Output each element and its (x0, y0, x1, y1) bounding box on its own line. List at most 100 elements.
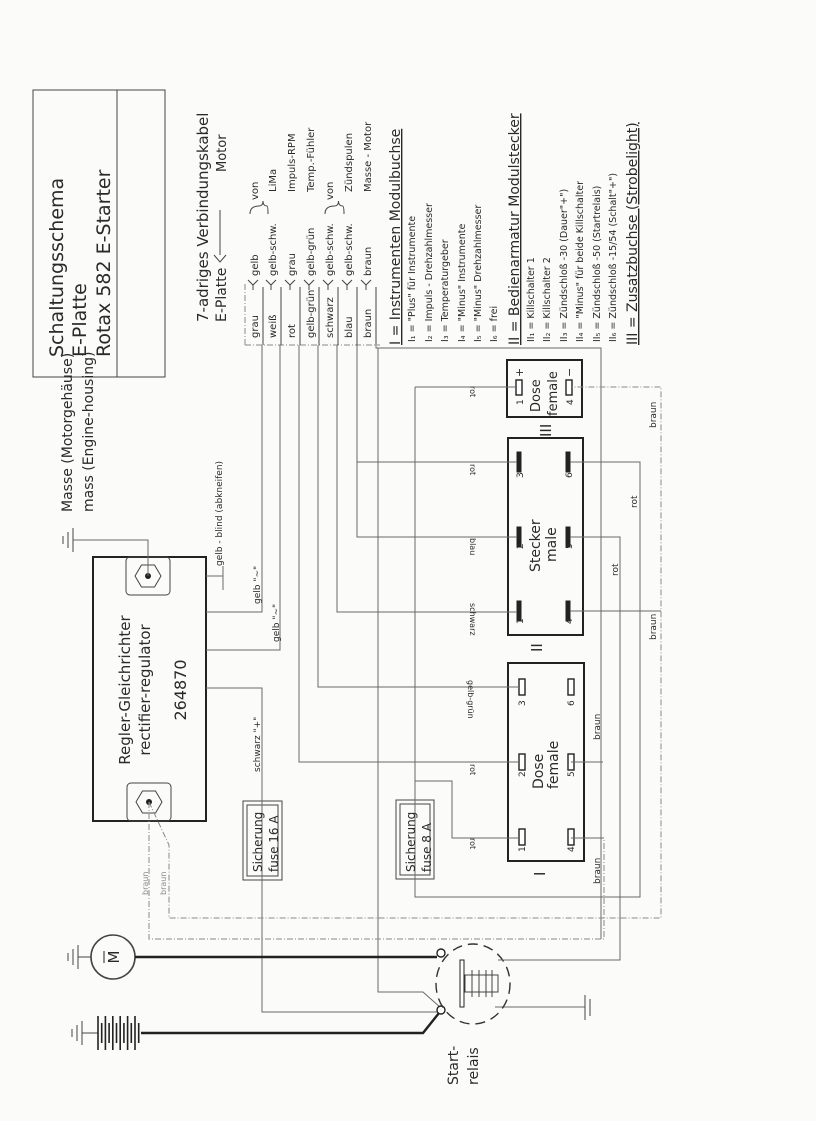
regulator-name: rectifier-regulator (136, 624, 154, 756)
legend-item: I₃ = Temperaturgeber (440, 239, 451, 342)
cable-function: Impuls-RPM (287, 133, 298, 192)
cable-motor-color: gelb (250, 254, 261, 276)
cable-motor-color: gelb-grün (306, 228, 317, 276)
connector-label: Dose (529, 379, 544, 412)
motor-symbol: M (105, 951, 123, 964)
ground-icon (62, 528, 74, 552)
wire-label: rot (468, 386, 477, 397)
wire-label: schwarz (468, 603, 477, 636)
legend-heading: III = Zusatzbuchse (Strobelight) (625, 122, 641, 345)
legend-item: II₁ = Killschalter 1 (526, 257, 537, 342)
pin-sign: + (513, 368, 526, 377)
ground-note: mass (Engine-housing) (81, 352, 97, 512)
wire-label: rot (611, 563, 621, 576)
pin-number: 6 (567, 700, 577, 706)
pin-number: 2 (516, 543, 526, 549)
pin-sign: − (563, 368, 576, 377)
cable-plate-color: schwarz (325, 297, 336, 338)
cable-splice-icon (341, 279, 353, 290)
pin-number: 4 (567, 846, 577, 852)
legend-item: I₂ = Impuls - Drehzahlmesser (424, 203, 435, 342)
battery-icon (71, 1016, 140, 1050)
pin-number: 6 (565, 472, 575, 478)
regulator-name: Regler-Gleichrichter (116, 614, 134, 764)
fuse-label: fuse 16 A (267, 815, 281, 872)
cable-splice-icon (284, 279, 296, 290)
start-relay (435, 943, 591, 1025)
relay-label: relais (466, 1047, 482, 1085)
pin-number: 2 (518, 771, 528, 777)
legend-item: II₅ = Zündschloß -50 (Startrelais) (592, 186, 603, 342)
wires (73, 345, 662, 1013)
cable-splice-icon (360, 279, 372, 290)
pin-number: 1 (518, 846, 528, 852)
cable-motor-color: gelb-schw. (344, 223, 355, 276)
wire-label: gelb "~" (253, 566, 263, 604)
pin-number: 5 (565, 543, 575, 549)
legend-heading: I = Instrumenten Modulbuchse (388, 129, 404, 345)
cable-function: von (325, 182, 336, 200)
brace-icon (324, 200, 345, 215)
connector-label: female (546, 371, 561, 416)
connector-id: III (537, 424, 555, 437)
title-line: Rotax 582 E-Starter (93, 169, 115, 357)
ground-note: Masse (Motorgehäuse) (60, 353, 76, 512)
wire-label: braun (649, 402, 659, 428)
legend-item: II₃ = Zündschloß -30 (Dauer"+") (559, 189, 570, 342)
wire-label: gelb-grün (466, 680, 475, 719)
cable-function: Zündspulen (344, 133, 355, 192)
title-line: E-Platte (69, 283, 91, 357)
connector-label: male (544, 527, 560, 562)
cable-plate-color: grau (250, 315, 261, 338)
legend-item: I₅ = "Minus" Drehzahlmesser (473, 205, 484, 342)
legend-item: II₄ = "Minus" für beide Killschalter (575, 181, 586, 342)
connector-label: female (546, 741, 562, 789)
cable-motor-color: gelb-schw. (325, 223, 336, 276)
cable-plate-color: gelb-grün (306, 290, 317, 338)
wire-label: braun (159, 872, 168, 895)
wire-label: gelb "~" (272, 604, 282, 642)
wire-label: schwarz "+" (253, 717, 263, 772)
wire-label: braun (141, 872, 150, 895)
connector-id: II (528, 643, 546, 652)
cable-function: Masse - Motor (363, 121, 374, 192)
legend-item: I₄ = "Minus" Instrumente (457, 224, 468, 342)
cable-plate-color: rot (287, 324, 298, 338)
legend-item: II₆ = Zündschloß -15/54 (Schalt"+") (608, 173, 619, 342)
cable-from: E-Platte (214, 268, 230, 322)
pin-number: 3 (518, 700, 528, 706)
cable-function: von (250, 182, 261, 200)
legend-item: I₆ = frei (489, 306, 500, 342)
wire-label: braun (649, 614, 659, 640)
legend-heading: II = Bedienarmatur Modulstecker (507, 113, 523, 345)
pin-number: 4 (566, 399, 576, 405)
wire-label: rot (468, 838, 477, 849)
wire-label: braun (593, 858, 603, 884)
fuse-label: fuse 8 A (420, 822, 434, 872)
connector-label: Dose (531, 754, 547, 789)
pin-number: 5 (567, 771, 577, 777)
title-block (32, 89, 166, 378)
wire-label: rot (468, 464, 477, 475)
regulator-part-number: 264870 (171, 659, 190, 720)
wire-label: blau (468, 538, 477, 555)
cable-plate-color: blau (344, 316, 355, 338)
starter-motor (67, 934, 136, 980)
pin-number: 3 (516, 472, 526, 478)
brace-icon (249, 200, 269, 215)
cable-plate-color: braun (363, 309, 374, 338)
fuse-label: Sicherung (251, 812, 265, 872)
cable-splice-icon (247, 279, 259, 290)
wire-label: rot (468, 764, 477, 775)
cable-motor-color: grau (287, 253, 298, 276)
fuse-label: Sicherung (404, 812, 418, 872)
cable-splice-icon (303, 279, 315, 290)
relay-contact (436, 1005, 446, 1015)
cable-function: Temp.-Fühler (306, 127, 317, 193)
cable-motor-color: braun (363, 247, 374, 276)
connector-id: I (531, 872, 549, 876)
cable-motor-color: gelb-schw. (268, 223, 279, 276)
relay-contact (436, 948, 446, 958)
